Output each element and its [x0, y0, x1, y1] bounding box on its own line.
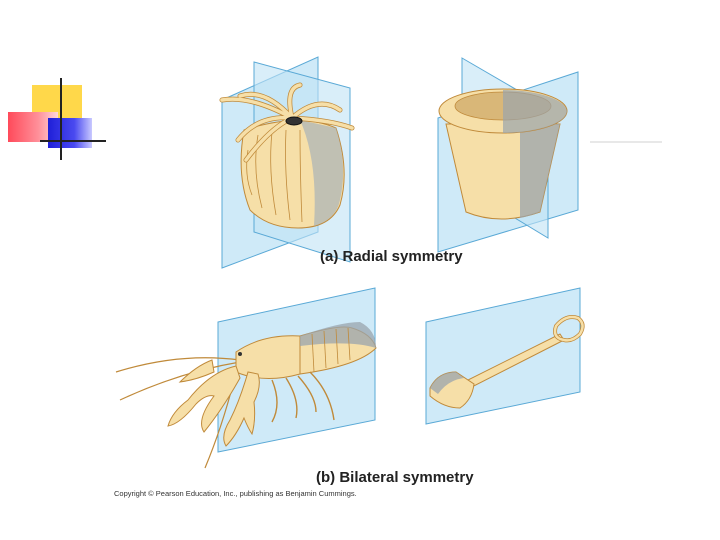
- radial-symmetry-caption: (a) Radial symmetry: [320, 248, 463, 265]
- decor-horizontal-line: [40, 140, 106, 142]
- shovel-figure: [425, 287, 585, 425]
- anemone-mouth: [285, 116, 303, 126]
- bilateral-symmetry-caption: (b) Bilateral symmetry: [316, 469, 474, 486]
- decor-blue-square: [48, 118, 92, 148]
- copyright-notice: Copyright © Pearson Education, Inc., pub…: [114, 489, 357, 498]
- lobster-figure: [115, 287, 377, 469]
- flower-pot-figure: [437, 57, 579, 253]
- sea-anemone-figure: [219, 56, 355, 269]
- decor-vertical-line: [60, 78, 62, 160]
- lobster-claw-left: [167, 365, 241, 433]
- lobster-claw-right: [223, 371, 260, 447]
